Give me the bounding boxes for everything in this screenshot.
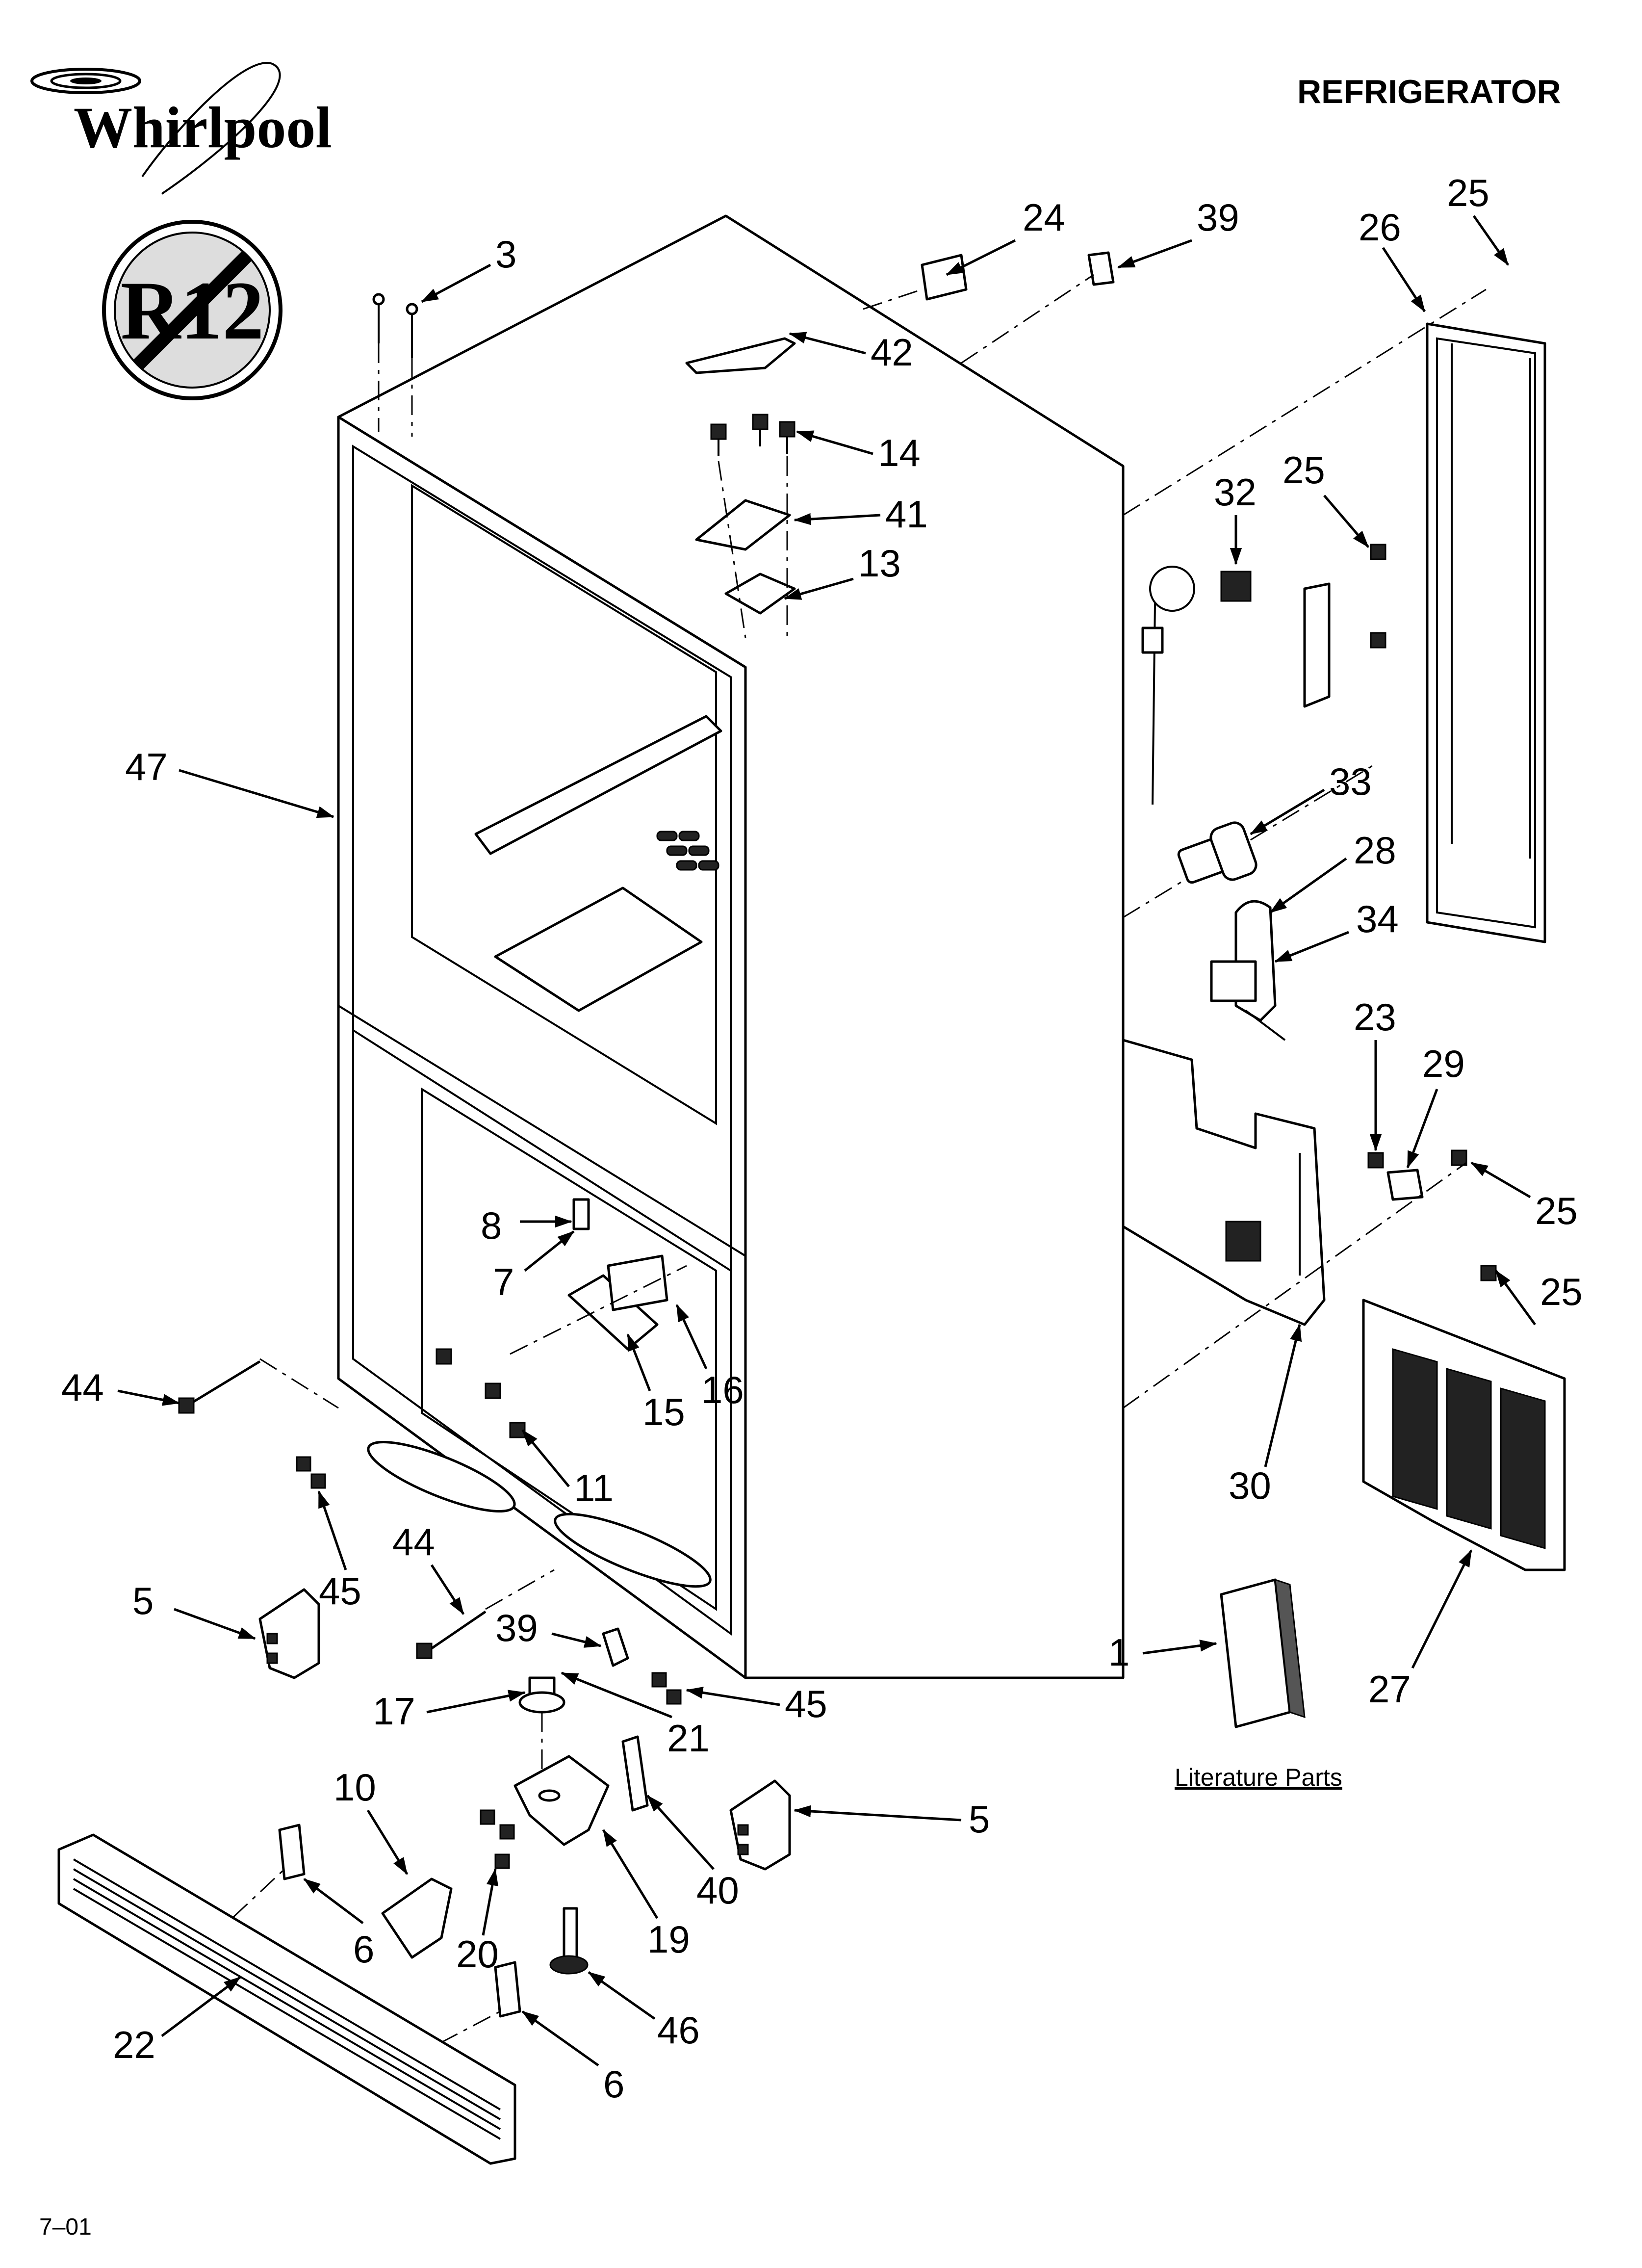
callout-label: 8	[481, 1204, 502, 1247]
screw-23	[1367, 1152, 1384, 1169]
label-24	[921, 254, 968, 301]
fresh-food-opening	[411, 484, 717, 1125]
callout-label: 40	[696, 1869, 739, 1912]
callout-label: 15	[642, 1390, 685, 1434]
callout-label: 29	[1422, 1042, 1465, 1085]
callout-label: 13	[858, 542, 901, 585]
callout-label: 47	[125, 745, 168, 788]
literature-parts-1: Literature Parts	[1175, 1578, 1342, 1791]
callout-label: 16	[701, 1368, 744, 1411]
callout-label: 42	[871, 331, 913, 374]
leveler-46	[549, 1907, 589, 1975]
callout-label: 26	[1359, 206, 1401, 249]
hinge-bracket-15	[567, 1274, 659, 1351]
screws-25-lower	[1451, 1149, 1497, 1281]
thermostat-bracket-32	[1141, 566, 1331, 805]
screws-20	[480, 1809, 515, 1869]
callout-label: 44	[392, 1520, 435, 1564]
callout-label: 34	[1356, 897, 1399, 940]
bottom-slot-left	[367, 1441, 516, 1512]
toe-grille-22	[57, 1833, 516, 2165]
screws-3	[372, 293, 418, 437]
callout-label: 5	[969, 1798, 990, 1841]
clip-39-bottom	[602, 1627, 629, 1667]
callout-label: 19	[647, 1918, 690, 1961]
callout-label: 1	[1108, 1631, 1129, 1674]
callout-label: 44	[61, 1366, 104, 1409]
control-bracket-30	[1122, 1039, 1326, 1326]
whirlpool-logo: Whirlpool	[30, 62, 332, 195]
callout-label: 21	[667, 1717, 710, 1760]
bracket-5-right	[729, 1779, 791, 1871]
callout-group: 3 24 39 25 26 42 14 41 13 32 25 47 33 28…	[61, 171, 1583, 2106]
callout-label: 45	[319, 1569, 361, 1613]
literature-parts-label: Literature Parts	[1175, 1764, 1342, 1791]
callout-label: 11	[574, 1466, 614, 1510]
bracket-16	[607, 1254, 668, 1311]
cabinet	[337, 214, 1125, 1679]
callout-label: 6	[603, 2062, 624, 2106]
clip-39-top	[1087, 251, 1115, 286]
callout-label: 10	[334, 1766, 376, 1809]
light-socket-33	[1177, 821, 1257, 884]
light-shield-28-housing-34	[1210, 900, 1286, 1041]
callout-label: 46	[657, 2008, 700, 2052]
no-r12-badge: R12	[102, 220, 282, 400]
clip-29	[1386, 1169, 1424, 1201]
callout-label: 25	[1447, 171, 1489, 214]
bracket-5-left	[258, 1588, 320, 1679]
top-hinge-41	[695, 499, 791, 551]
callout-label: 28	[1354, 829, 1396, 872]
callout-label: 22	[113, 2023, 155, 2066]
callout-label: 20	[456, 1932, 499, 1976]
callout-label: 23	[1354, 995, 1396, 1039]
grille-27	[1362, 1299, 1566, 1571]
callout-label: 14	[878, 431, 921, 474]
screws-45-left	[296, 1456, 326, 1489]
callout-label: 41	[885, 493, 928, 536]
callout-label: 33	[1329, 760, 1372, 803]
inner-floor-recess	[494, 886, 703, 1012]
cover-10	[381, 1877, 453, 1959]
plate-40	[621, 1735, 649, 1812]
callout-label: 25	[1540, 1270, 1583, 1313]
callout-label: 7	[493, 1260, 514, 1303]
freezer-opening	[421, 1087, 717, 1611]
callout-label: 27	[1368, 1668, 1411, 1711]
callout-label: 39	[495, 1606, 538, 1649]
vent-grid	[656, 831, 719, 871]
interior-small-parts	[436, 1198, 687, 1438]
callout-label: 30	[1229, 1464, 1271, 1507]
callout-label: 25	[1535, 1189, 1578, 1232]
callout-label: 17	[373, 1690, 415, 1733]
callout-label: 6	[353, 1928, 374, 1971]
callout-label: 3	[495, 233, 516, 276]
hinge-cover-42	[685, 337, 796, 374]
screw-44-left	[178, 1360, 261, 1414]
callout-label: 32	[1214, 470, 1257, 514]
callout-label: 24	[1023, 196, 1065, 239]
callout-label: 25	[1283, 448, 1325, 492]
screw-44-center	[416, 1610, 487, 1659]
clips-6	[278, 1824, 521, 2018]
screws-25-mid	[1370, 544, 1386, 649]
screws-14	[710, 414, 795, 456]
callout-label: 5	[132, 1579, 154, 1622]
bottom-slot-right	[554, 1512, 712, 1588]
footer-code: 7–01	[39, 2214, 92, 2240]
callout-label: 45	[785, 1682, 827, 1725]
inner-shelf-support	[474, 715, 722, 855]
callout-label: 39	[1197, 196, 1239, 239]
side-trim-26	[1426, 322, 1546, 943]
roller-bracket-19	[513, 1755, 610, 1846]
screws-45-right	[651, 1672, 682, 1705]
page-title: REFRIGERATOR	[1297, 73, 1561, 110]
